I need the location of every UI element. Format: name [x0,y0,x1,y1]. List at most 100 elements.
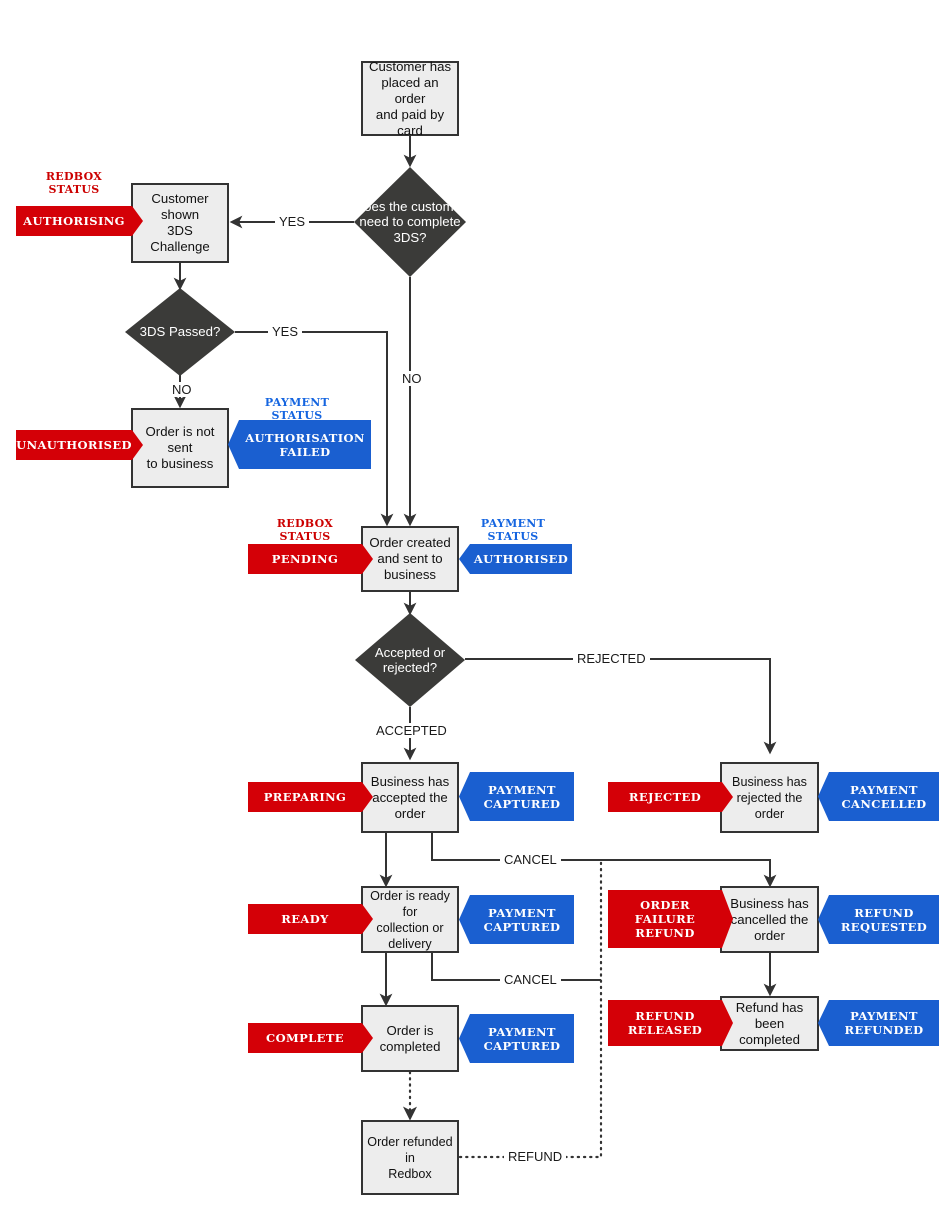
node-refund-completed-line2: completed [739,1031,800,1047]
badge-payment-refunded: PAYMENT REFUNDED [818,1000,939,1046]
node-start: Customer has placed an order and paid by… [361,58,459,138]
caption-payment-status-auth-failed: PAYMENT STATUS [247,396,347,422]
decision-need-3ds-line3: to complete [392,214,461,230]
node-business-cancelled: Business has cancelled the order [720,886,819,953]
node-order-created-line1: Order created [369,535,451,550]
node-order-created-line2: and sent to [377,551,443,566]
badge-rejected: REJECTED [608,782,733,812]
badge-payment-captured-line1: PAYMENT [488,782,556,797]
caption-line1: PAYMENT [264,396,330,409]
badge-payment-cancelled-line2: CANCELLED [841,796,927,811]
caption-line1: REDBOX [276,517,334,530]
edge-label-rejected: REJECTED [573,651,650,666]
badge-payment-captured-line1: PAYMENT [488,1024,556,1039]
node-business-cancelled-line3: order [754,927,785,943]
badge-pending-text: PENDING [271,552,339,566]
node-start-line1: Customer has [368,58,452,74]
node-order-completed: Order is completed [361,1005,459,1072]
edge-label-yes-3ds-passed: YES [268,324,303,339]
decision-need-3ds-line4: 3DS? [393,229,427,245]
badge-order-failure-refund-line3: REFUND [635,926,695,940]
badge-preparing: PREPARING [248,782,373,812]
badge-ready: READY [248,904,373,934]
caption-redbox-status-authorising: REDBOX STATUS [24,170,124,196]
caption-redbox-status-pending: REDBOX STATUS [255,517,355,543]
decision-accepted-or-rejected-line2: rejected? [382,660,438,675]
badge-payment-cancelled: PAYMENT CANCELLED [818,772,939,821]
node-business-cancelled-line2: cancelled the [730,911,809,927]
node-order-refunded-redbox: Order refunded in Redbox [361,1120,459,1195]
node-business-cancelled-line1: Business has [730,895,809,911]
node-refund-completed-line1: Refund has been [735,999,804,1031]
badge-payment-captured-line1: PAYMENT [488,905,556,920]
badge-payment-captured-accepted: PAYMENT CAPTURED [459,772,574,821]
badge-complete-text: COMPLETE [266,1031,344,1045]
badge-payment-cancelled-line1: PAYMENT [850,782,918,797]
edge-label-refund: REFUND [504,1149,567,1164]
node-3ds-challenge: Customer shown 3DS Challenge [131,183,229,263]
badge-unauthorised: UNAUTHORISED [16,430,143,460]
badge-refund-requested-line2: REQUESTED [840,919,928,934]
badge-pending: PENDING [248,544,373,574]
caption-line2: STATUS [48,182,100,196]
badge-authorised-text: AUTHORISED [473,552,569,566]
node-business-rejected-line1: Business has [732,774,807,789]
badge-authorisation-failed-line1: AUTHORISATION [245,430,365,445]
badge-rejected-text: REJECTED [628,790,702,804]
badge-authorising: AUTHORISING [16,206,143,236]
badge-payment-captured-completed: PAYMENT CAPTURED [459,1014,574,1063]
badge-authorising-text: AUTHORISING [23,214,125,228]
node-business-accepted-line3: order [394,805,426,821]
node-3ds-challenge-line2: 3DS Challenge [150,223,210,254]
badge-authorised: AUTHORISED [459,544,572,574]
node-3ds-challenge-line1: Customer shown [151,191,209,222]
caption-line2: STATUS [271,408,323,422]
node-start-line3: and paid by card [375,106,445,138]
node-order-ready: Order is ready for collection or deliver… [361,886,459,953]
caption-line2: STATUS [279,529,331,543]
badge-order-failure-refund-line2: FAILURE [634,912,696,926]
badge-payment-refunded-line2: REFUNDED [844,1023,924,1037]
badge-refund-released: REFUND RELEASED [608,1000,733,1046]
badge-authorisation-failed: AUTHORISATION FAILED [228,420,371,469]
badge-authorisation-failed-line2: FAILED [279,444,331,459]
node-order-ready-line1: Order is ready for [370,888,450,919]
badge-refund-released-line1: REFUND [635,1009,695,1023]
badge-order-failure-refund-line1: ORDER [640,898,690,912]
node-business-accepted-line1: Business has [370,773,450,789]
node-order-created: Order created and sent to business [361,526,459,592]
badge-preparing-text: PREPARING [263,790,347,804]
node-business-rejected-line2: rejected the order [736,790,803,821]
node-start-line2: placed an order [381,74,439,106]
edge-label-yes-need-3ds: YES [275,214,310,229]
node-order-not-sent-line2: to business [146,456,214,471]
badge-unauthorised-text: UNAUTHORISED [16,438,132,452]
badge-ready-text: READY [281,912,329,926]
decision-accepted-or-rejected-line1: Accepted or [374,644,446,660]
edge-label-cancel-top: CANCEL [500,852,561,867]
badge-payment-captured-line2: CAPTURED [483,796,561,811]
edge-label-cancel-bottom: CANCEL [500,972,561,987]
node-order-refunded-redbox-line2: Redbox [388,1166,432,1181]
node-order-ready-line2: collection or [376,920,444,935]
badge-refund-requested-line1: REFUND [854,905,914,920]
decision-3ds-passed-line1: 3DS Passed? [139,324,221,340]
edge-label-no-3ds-passed: NO [168,382,196,397]
caption-payment-status-authorised: PAYMENT STATUS [463,517,563,543]
badge-payment-captured-line2: CAPTURED [483,1038,561,1053]
badge-payment-captured-ready: PAYMENT CAPTURED [459,895,574,944]
caption-line1: REDBOX [45,170,103,183]
node-business-accepted: Business has accepted the order [361,762,459,833]
node-order-not-sent: Order is not sent to business [131,408,229,488]
caption-line2: STATUS [487,529,539,543]
node-order-refunded-redbox-line1: Order refunded in [367,1134,453,1165]
node-refund-completed: Refund has been completed [720,996,819,1051]
badge-payment-refunded-line1: PAYMENT [850,1009,918,1023]
node-order-completed-line1: Order is [386,1022,434,1038]
badge-refund-requested: REFUND REQUESTED [818,895,939,944]
badge-order-failure-refund: ORDER FAILURE REFUND [608,890,733,948]
edge-label-accepted: ACCEPTED [372,723,451,738]
node-order-completed-line2: completed [379,1038,441,1054]
badge-refund-released-line2: RELEASED [627,1023,703,1037]
